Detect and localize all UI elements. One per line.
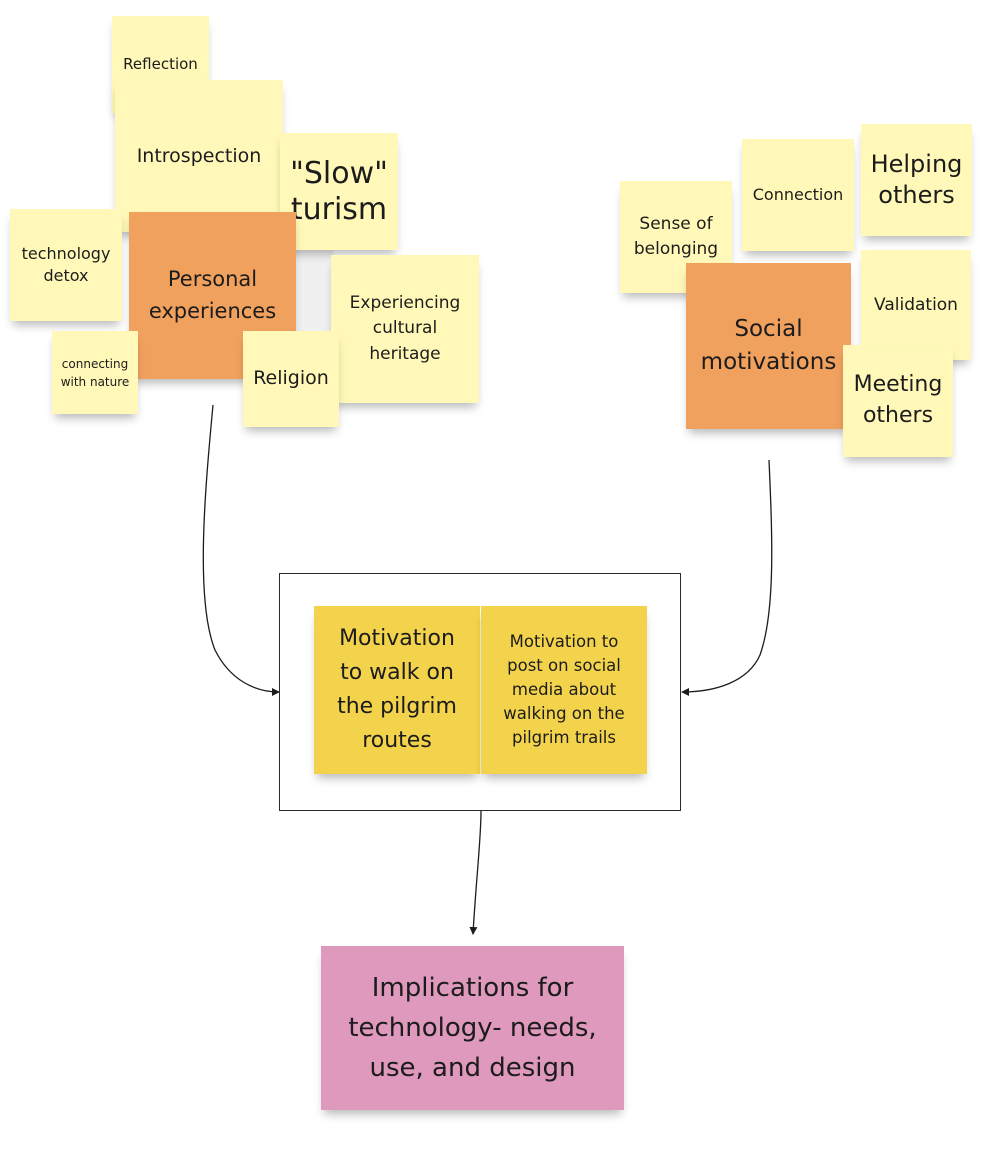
note-text: Helping others (870, 149, 963, 209)
note-technology-detox[interactable]: technology detox (10, 209, 122, 321)
note-introspection[interactable]: Introspection (115, 80, 283, 232)
note-helping-others[interactable]: Helping others (861, 124, 972, 236)
note-validation[interactable]: Validation (861, 250, 971, 360)
note-text: Experiencing cultural heritage (349, 292, 461, 364)
note-meeting-others[interactable]: Meeting others (843, 345, 953, 457)
note-cultural-heritage[interactable]: Experiencing cultural heritage (331, 255, 479, 403)
arrow-social-to-group (681, 459, 773, 696)
note-text: Personal experiences (148, 267, 277, 323)
note-text: Religion (253, 367, 329, 390)
note-text: Validation (874, 294, 958, 315)
note-text: Social motivations (700, 315, 837, 375)
note-text: Sense of belonging (633, 213, 719, 260)
note-connecting-with-nature[interactable]: connecting with nature (52, 331, 138, 414)
note-text: Implications for technology- needs, use,… (348, 972, 597, 1084)
note-text: Introspection (136, 145, 262, 167)
note-sense-of-belonging[interactable]: Sense of belonging (620, 181, 732, 293)
arrow-personal-to-group (202, 404, 280, 696)
note-motivation-post[interactable]: Motivation to post on social media about… (481, 606, 647, 774)
social-motivations-header[interactable]: Social motivations (686, 263, 851, 429)
note-text: "Slow" turism (290, 155, 388, 227)
note-religion[interactable]: Religion (243, 331, 339, 427)
note-text: Reflection (123, 55, 198, 74)
note-text: technology detox (21, 244, 111, 285)
note-implications[interactable]: Implications for technology- needs, use,… (321, 946, 624, 1110)
note-text: Motivation to walk on the pilgrim routes (337, 625, 457, 754)
note-motivation-walk[interactable]: Motivation to walk on the pilgrim routes (314, 606, 480, 774)
arrow-group-to-implications (469, 810, 482, 935)
note-text: Motivation to post on social media about… (503, 632, 625, 747)
note-text: connecting with nature (60, 356, 130, 389)
note-text: Connection (752, 185, 844, 205)
note-connection[interactable]: Connection (742, 139, 854, 251)
note-text: Meeting others (853, 372, 943, 428)
note-slow-turism[interactable]: "Slow" turism (280, 133, 398, 250)
